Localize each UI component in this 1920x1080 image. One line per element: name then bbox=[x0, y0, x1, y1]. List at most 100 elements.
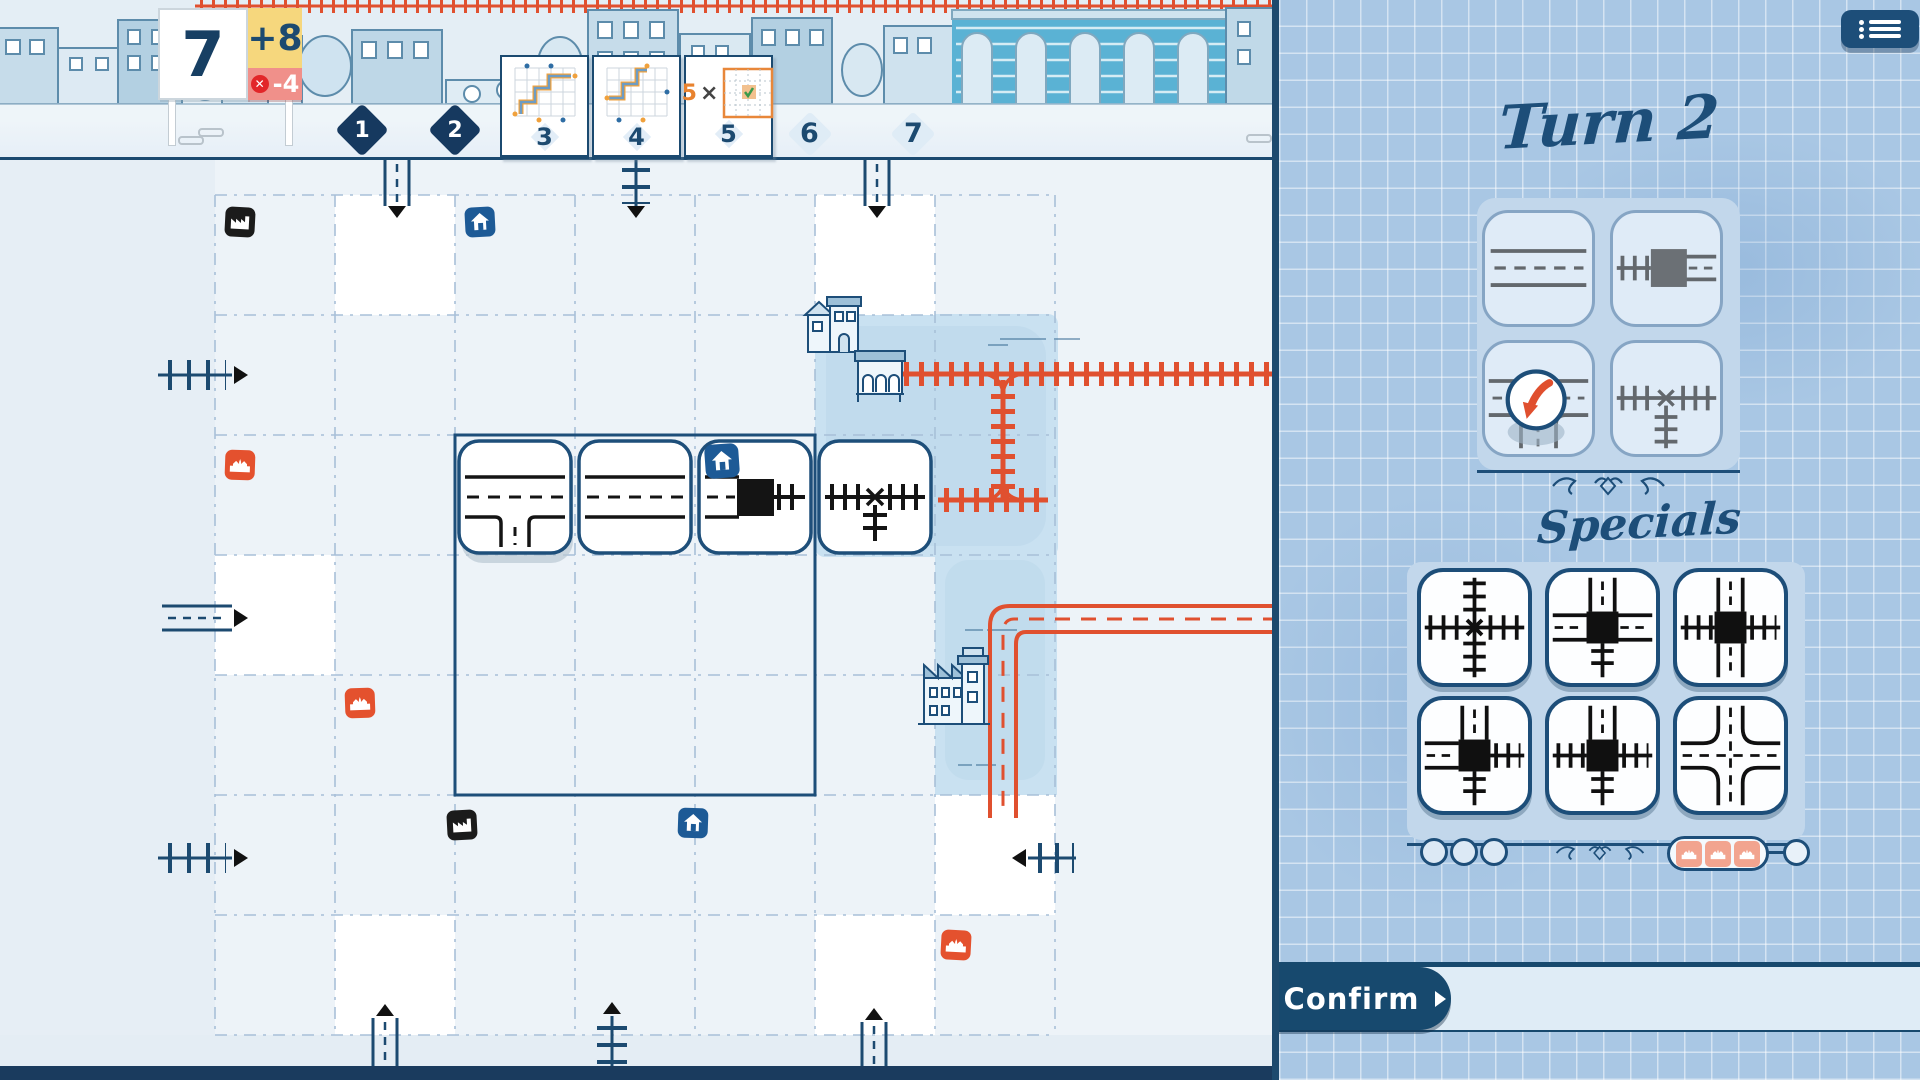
round-marker-7: 7 bbox=[904, 118, 923, 149]
special-station-roads-nw-rails-es[interactable] bbox=[1417, 696, 1532, 815]
confirm-label: Confirm bbox=[1283, 981, 1420, 1016]
special-station-rails-we-roads-ns[interactable] bbox=[1673, 568, 1788, 687]
flourish-ornament bbox=[1555, 845, 1645, 861]
house-illustration bbox=[802, 296, 862, 353]
menu-button[interactable] bbox=[1841, 10, 1919, 48]
score-total: 7 bbox=[158, 8, 248, 100]
station-icon bbox=[940, 929, 972, 961]
score-bonus: +8 bbox=[247, 8, 303, 68]
confirm-bar: Confirm bbox=[1279, 962, 1920, 1032]
round-marker-2: 2 bbox=[428, 103, 482, 157]
special-station-road-n-rails-wes[interactable] bbox=[1545, 696, 1660, 815]
tracker-connector bbox=[1767, 851, 1785, 854]
red-rail-row2-spur bbox=[938, 479, 1048, 512]
turn-panel: Turn 2 bbox=[1272, 0, 1920, 1080]
special-slot-circle bbox=[1420, 838, 1448, 866]
aqueduct-art bbox=[951, 7, 1278, 105]
round-card-5-center-bonus: 5 × 5 bbox=[681, 55, 774, 159]
board-exits bbox=[158, 160, 1076, 1080]
house-icon bbox=[464, 206, 496, 238]
die-rail-t-junction[interactable] bbox=[1610, 340, 1723, 457]
turn-title: Turn 2 bbox=[1496, 82, 1722, 164]
house-icon bbox=[704, 443, 740, 479]
sign-leg bbox=[285, 98, 293, 146]
game-board-area[interactable]: 1 2 6 7 3 bbox=[0, 0, 1278, 1080]
tile-road-t-junction[interactable] bbox=[457, 439, 573, 555]
round-card-5-number: 5 bbox=[720, 120, 737, 148]
round-marker-1: 1 bbox=[335, 103, 389, 157]
special-face bbox=[1424, 577, 1525, 678]
factory-illustration bbox=[918, 647, 990, 725]
red-ink-routes bbox=[897, 362, 1278, 818]
arched-gallery-illustration bbox=[854, 350, 906, 402]
score-penalty: ✕ -4 bbox=[248, 68, 302, 100]
die-station-rail-to-road[interactable] bbox=[1610, 210, 1723, 327]
die-road-straight-face bbox=[1490, 249, 1587, 287]
die-station-face bbox=[1616, 249, 1717, 287]
station-icon bbox=[1705, 840, 1731, 867]
station-icon bbox=[224, 449, 256, 481]
station-icon bbox=[1734, 840, 1760, 867]
factory-icon bbox=[446, 809, 478, 841]
brick-doodle bbox=[198, 128, 224, 137]
round-marker-6: 6 bbox=[800, 118, 819, 149]
circle-x-icon: ✕ bbox=[250, 75, 269, 93]
round-card-4-number: 4 bbox=[628, 123, 645, 151]
factory-icon bbox=[224, 206, 256, 238]
dice-tray bbox=[1477, 198, 1740, 470]
red-road-row3-to-col6 bbox=[988, 604, 1278, 818]
tray-underline bbox=[1477, 470, 1740, 473]
house-icon bbox=[677, 807, 709, 839]
extra-slot-circle bbox=[1783, 839, 1810, 866]
tile-rail-t-junction[interactable] bbox=[817, 439, 933, 555]
die-rail-t-face bbox=[1616, 385, 1717, 449]
exit-road-top-5 bbox=[863, 160, 891, 218]
die-road-straight[interactable] bbox=[1482, 210, 1595, 327]
tile-road-straight[interactable] bbox=[577, 439, 693, 555]
used-check-marker bbox=[1505, 369, 1567, 431]
play-arrow-icon bbox=[1435, 990, 1447, 1007]
round-card-4-longest-route: 4 bbox=[592, 55, 681, 159]
special-face bbox=[1680, 577, 1781, 678]
brick-doodle bbox=[178, 136, 204, 145]
longest-route-diagram bbox=[604, 63, 669, 123]
exit-rail-right-5 bbox=[1012, 843, 1076, 873]
board-grid[interactable] bbox=[0, 160, 1278, 1080]
specials-underline bbox=[1407, 843, 1805, 846]
special-slot-circle bbox=[1480, 838, 1508, 866]
special-face bbox=[1680, 705, 1781, 806]
special-face bbox=[1552, 705, 1653, 806]
sign-leg bbox=[168, 98, 176, 146]
longest-route-diagram bbox=[512, 63, 577, 123]
die-road-t-face bbox=[1488, 369, 1589, 449]
exit-rail-top-3 bbox=[622, 160, 650, 218]
specials-title: Specials bbox=[1535, 492, 1743, 555]
brick-doodle bbox=[1246, 134, 1272, 143]
center-scoring-zone bbox=[453, 433, 817, 797]
bottom-bar bbox=[0, 1066, 1278, 1080]
exit-road-left-3 bbox=[162, 604, 248, 632]
exit-rail-left-5 bbox=[158, 843, 248, 873]
used-specials-tracker bbox=[1667, 836, 1769, 871]
special-slot-circle bbox=[1450, 838, 1478, 866]
highlight-cells[interactable] bbox=[215, 195, 1055, 1035]
station-icon bbox=[1676, 840, 1702, 867]
special-face bbox=[1552, 577, 1653, 678]
flourish-ornament bbox=[1552, 476, 1665, 496]
round-card-3-number: 3 bbox=[536, 123, 553, 151]
special-road-crossroad[interactable] bbox=[1673, 696, 1788, 815]
bonus-icons bbox=[224, 206, 972, 961]
card-5-multiplier-number: 5 bbox=[681, 80, 697, 106]
exit-rail-left-1 bbox=[158, 360, 248, 390]
special-rail-crossroad[interactable] bbox=[1417, 568, 1532, 687]
exit-road-top-1 bbox=[383, 160, 411, 218]
special-station-roads-nwe-rail-s[interactable] bbox=[1545, 568, 1660, 687]
scoreboard-sign: 7 +8 ✕ -4 bbox=[158, 6, 304, 146]
ink-buildings bbox=[802, 296, 990, 725]
special-face bbox=[1424, 705, 1525, 806]
menu-list-icon bbox=[1859, 18, 1901, 41]
die-road-t-junction-used[interactable] bbox=[1482, 340, 1595, 457]
card-5-multiplier-times: × bbox=[699, 80, 719, 106]
confirm-button[interactable]: Confirm bbox=[1279, 967, 1451, 1030]
